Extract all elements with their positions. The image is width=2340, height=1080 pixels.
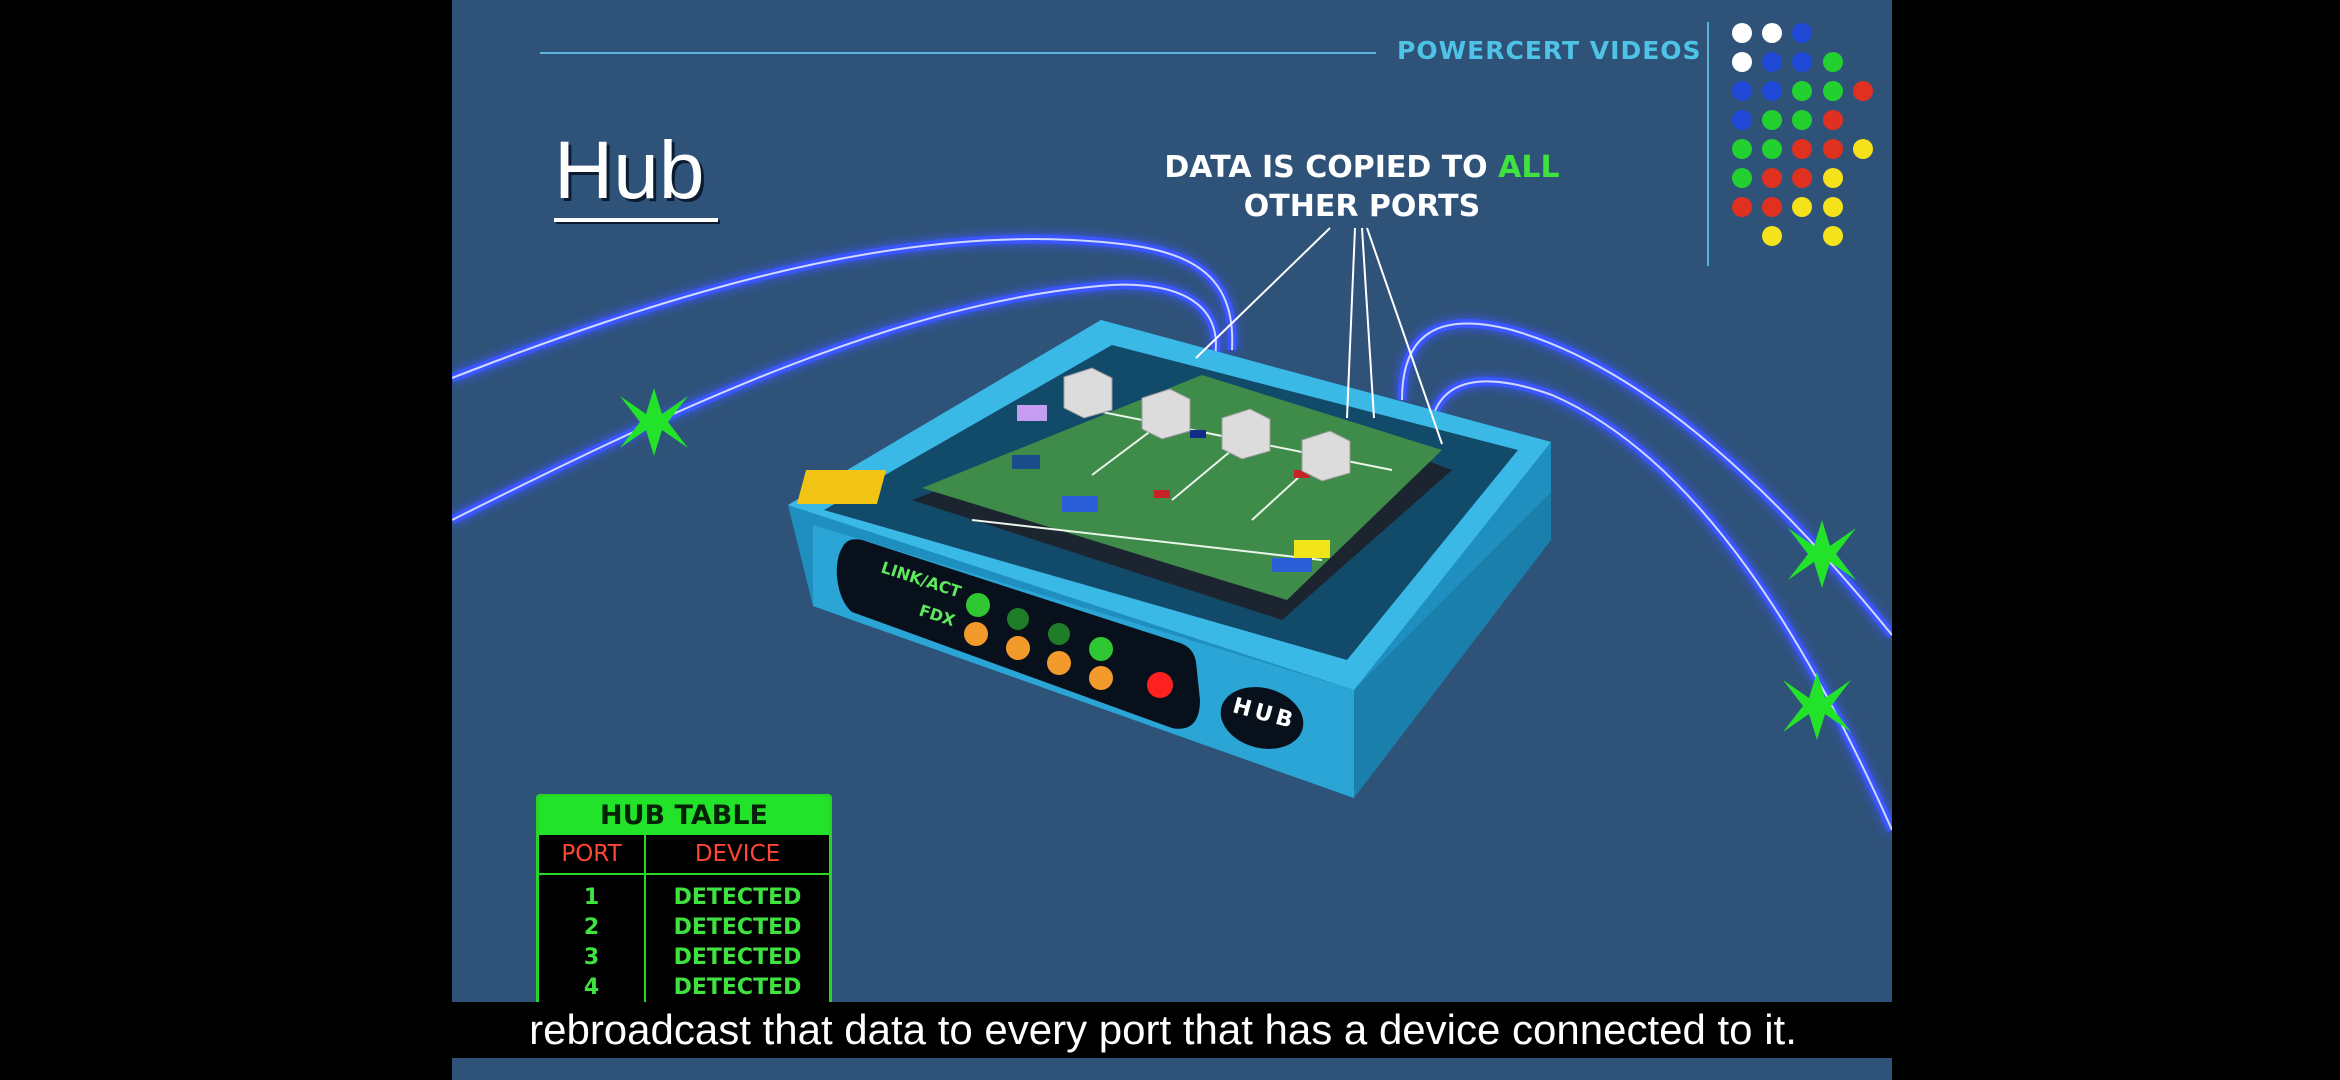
port-cell: 2 [583,915,600,940]
port-cell: 3 [583,945,600,970]
sparkle-icon [620,388,688,456]
data-signal-icons [620,388,1856,740]
callout-pre: DATA IS COPIED TO [1164,150,1499,185]
device-cell: DETECTED [673,885,802,910]
brand-vertical-divider [1707,22,1709,266]
title-underline [554,218,718,222]
hub-table: HUB TABLE PORT DEVICE 1 2 3 4 DETECTED D… [536,794,832,1012]
led-row-link [966,593,1113,661]
brand-dot-logo [1732,23,1873,246]
port-cell: 4 [583,975,600,1000]
brand-divider [540,52,1376,54]
hub-device: LINK/ACT FDX HUB [788,320,1551,798]
sparkle-icon [1788,520,1856,588]
callout-text: DATA IS COPIED TO ALL OTHER PORTS [1102,148,1622,226]
port-column-header: PORT [539,835,646,873]
network-cable-highlights [452,238,1892,831]
hub-table-body: 1 2 3 4 DETECTED DETECTED DETECTED DETEC… [539,875,829,1007]
callout-post: OTHER PORTS [1243,189,1481,224]
device-cell: DETECTED [673,975,802,1000]
port-cell: 1 [583,885,600,910]
port-column: 1 2 3 4 [539,875,646,1007]
hub-ports [1063,367,1351,482]
callout-highlight: ALL [1498,150,1560,185]
port-1 [1063,367,1113,419]
device-column: DETECTED DETECTED DETECTED DETECTED [646,875,829,1007]
hub-table-header: PORT DEVICE [539,835,829,875]
hub-table-title: HUB TABLE [539,797,829,835]
device-cell: DETECTED [673,945,802,970]
port-2 [1141,388,1191,440]
port-4 [1301,430,1351,482]
device-cell: DETECTED [673,915,802,940]
slide-title: Hub [554,125,705,216]
callout-pointers [1195,227,1443,445]
video-subtitle: rebroadcast that data to every port that… [432,1002,1894,1058]
power-led [1147,672,1173,698]
video-frame[interactable]: LINK/ACT FDX HUB POWERCERT VIDEOS Hub [452,0,1892,1080]
led-row-fdx [964,622,1113,690]
device-column-header: DEVICE [694,841,781,867]
brand-name: POWERCERT VIDEOS [1397,36,1702,65]
sparkle-icon [1783,672,1851,740]
hub-illustration: LINK/ACT FDX HUB [452,23,1892,832]
port-3 [1221,408,1271,460]
